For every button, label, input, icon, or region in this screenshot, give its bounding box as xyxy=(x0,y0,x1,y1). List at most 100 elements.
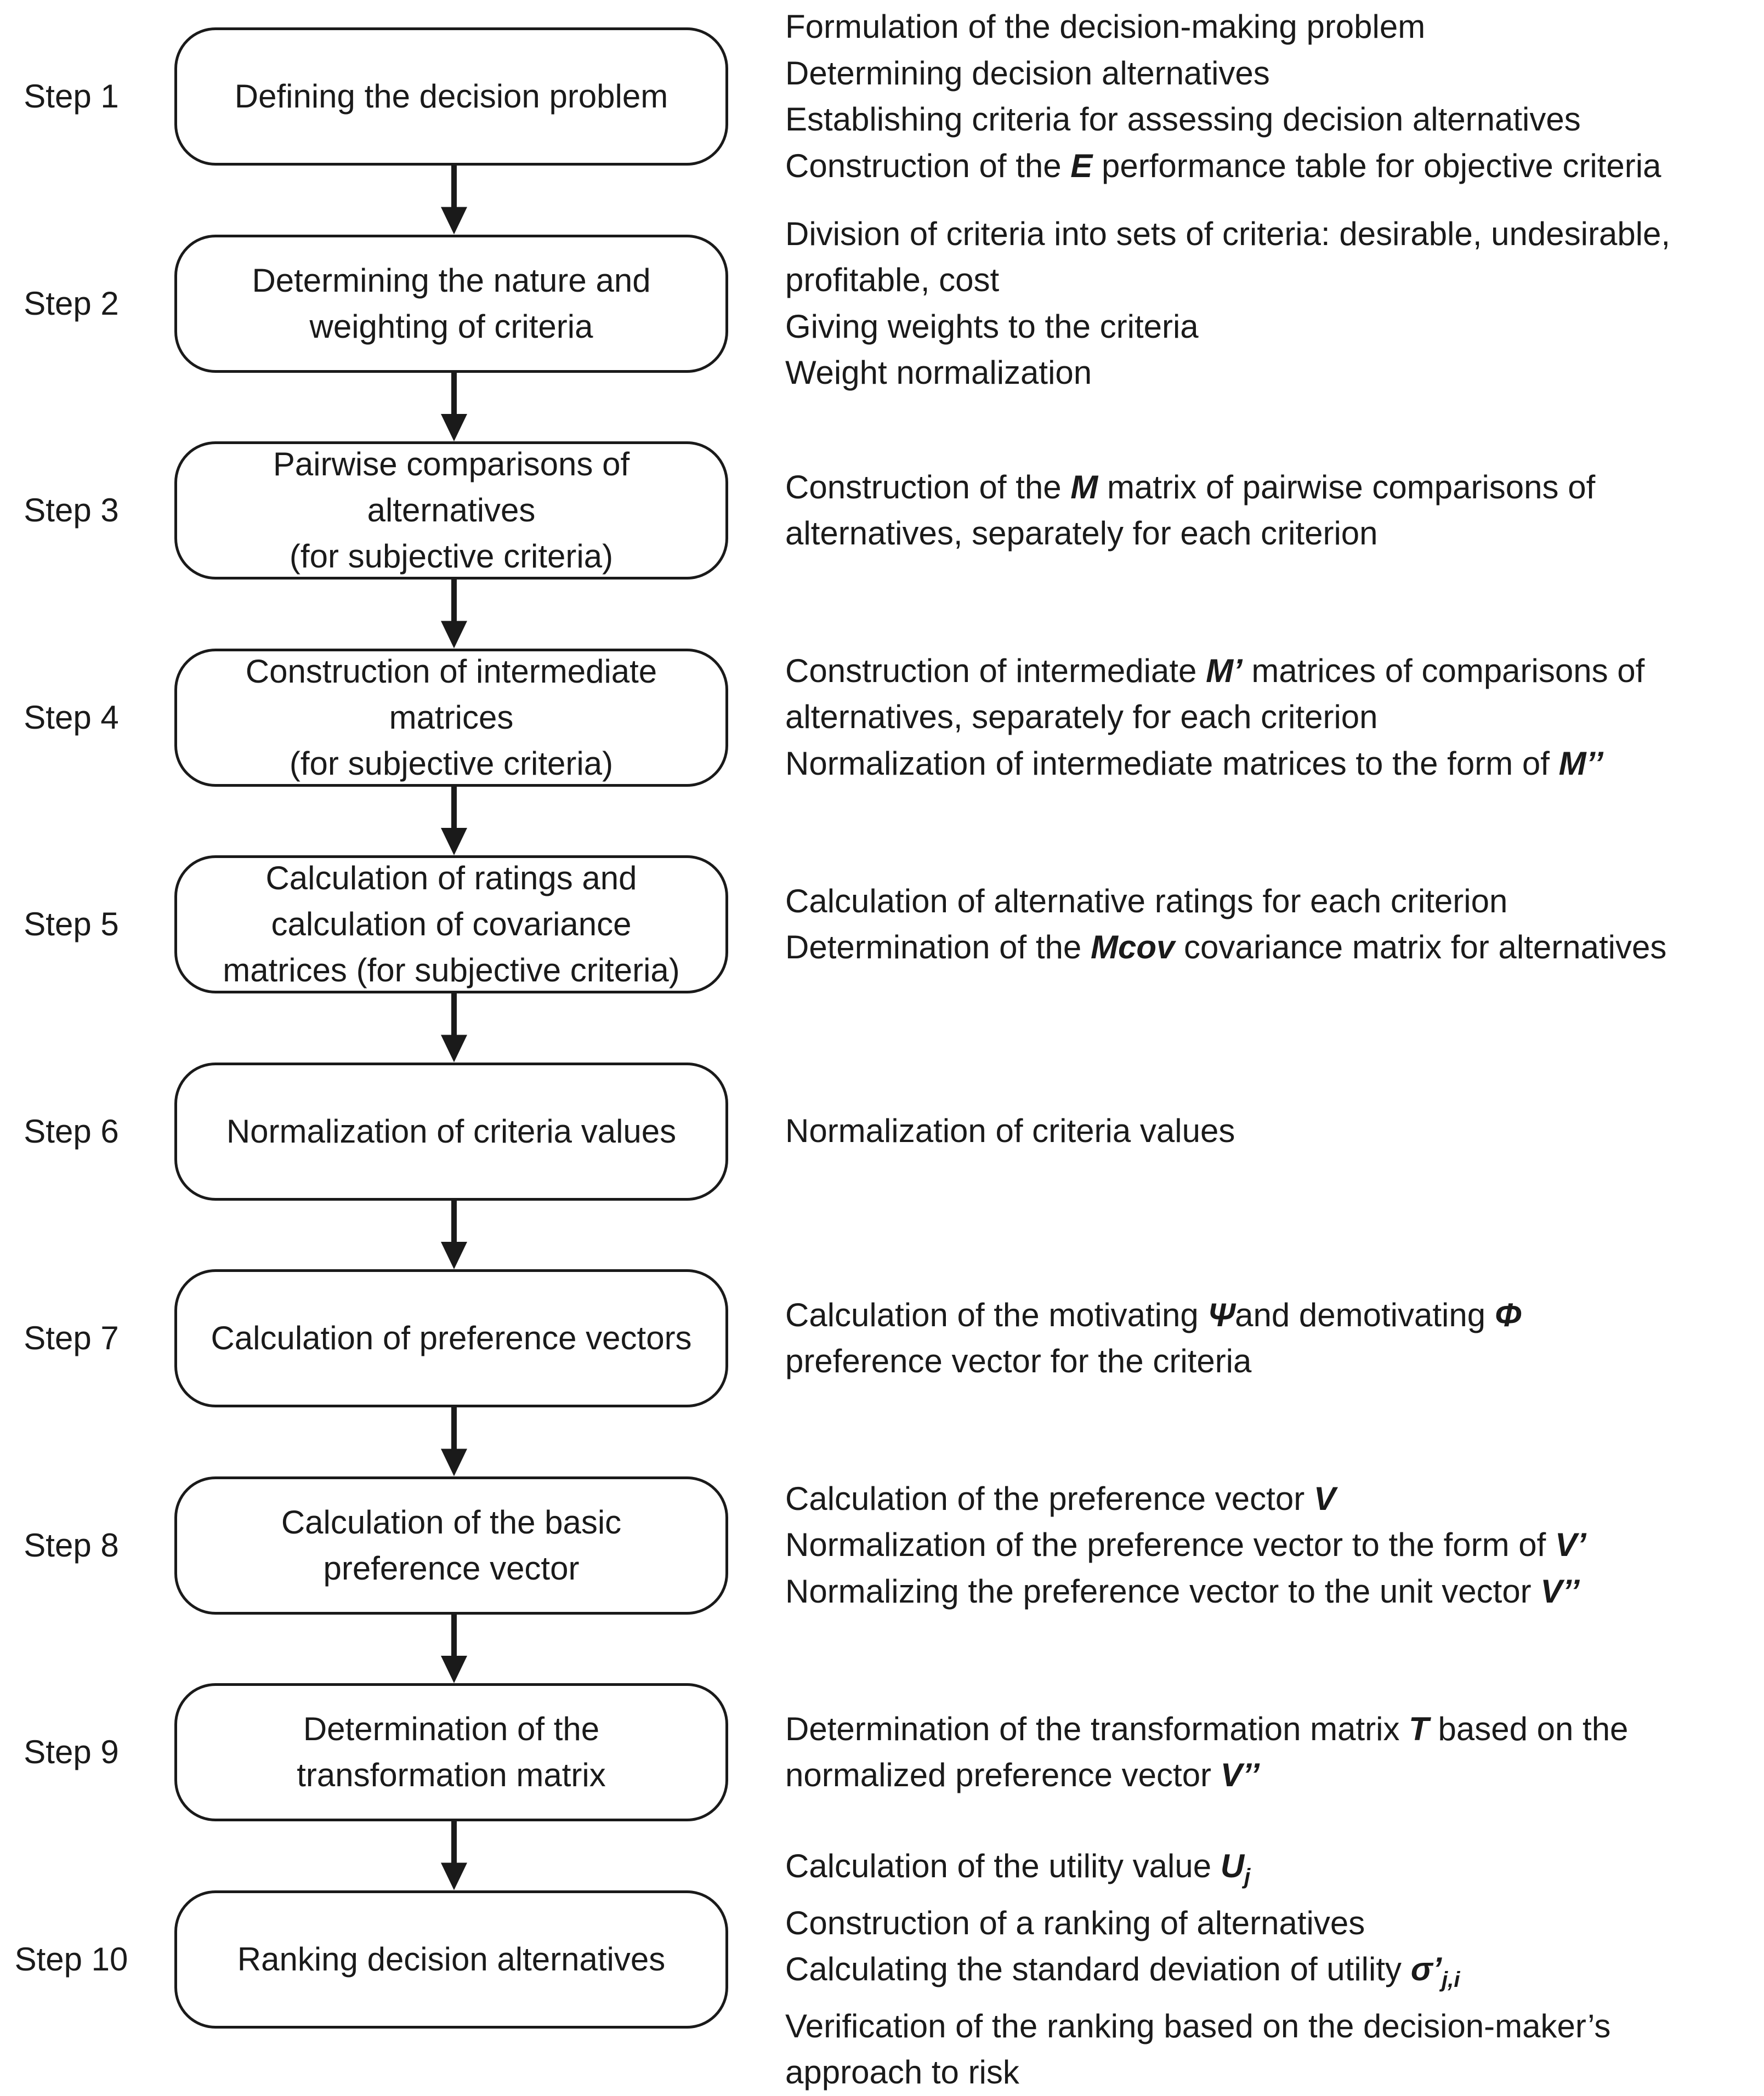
description-line: Determination of the transformation matr… xyxy=(785,1706,1628,1753)
step-label: Step 5 xyxy=(24,906,119,942)
description-text: Calculating the standard deviation of ut… xyxy=(785,1951,1411,1988)
arrowhead xyxy=(441,1449,467,1476)
step-box: Determining the nature and weighting of c… xyxy=(174,234,728,373)
arrowhead xyxy=(441,1035,467,1063)
description-text: Giving weights to the criteria xyxy=(785,308,1199,345)
description-line: Giving weights to the criteria xyxy=(785,304,1670,350)
step-box: Normalization of criteria values xyxy=(174,1062,728,1201)
step-box: Defining the decision problem xyxy=(174,27,728,166)
description-line: Construction of intermediate M’ matrices… xyxy=(785,648,1644,695)
step-label: Step 2 xyxy=(24,285,119,322)
description-line: Determination of the Mcov covariance mat… xyxy=(785,924,1666,971)
step-box-line: weighting of criteria xyxy=(309,308,593,345)
math-symbol: M xyxy=(1070,468,1098,505)
step-box-line: calculation of covariance xyxy=(271,906,632,942)
arrowhead xyxy=(441,1862,467,1890)
description-line: Calculation of the preference vector V xyxy=(785,1476,1586,1523)
description-line: Calculation of alternative ratings for e… xyxy=(785,878,1666,925)
step-description: Division of criteria into sets of criter… xyxy=(785,211,1670,396)
step-box-line: (for subjective criteria) xyxy=(289,538,614,575)
step-box-line: transformation matrix xyxy=(297,1757,606,1793)
description-text: preference vector for the criteria xyxy=(785,1343,1252,1379)
description-line: Construction of the E performance table … xyxy=(785,143,1661,190)
description-text: Construction of a ranking of alternative… xyxy=(785,1904,1365,1941)
description-line: Determining decision alternatives xyxy=(785,50,1661,97)
description-text: Normalization of criteria values xyxy=(785,1112,1235,1150)
math-symbol: V’’ xyxy=(1220,1757,1260,1793)
description-text: Division of criteria into sets of criter… xyxy=(785,215,1671,252)
description-text: approach to risk xyxy=(785,2054,1019,2091)
math-symbol: T xyxy=(1409,1710,1429,1747)
description-text: alternatives, separately for each criter… xyxy=(785,698,1378,736)
description-line: Establishing criteria for assessing deci… xyxy=(785,96,1661,143)
description-text: covariance matrix for alternatives xyxy=(1175,929,1667,965)
math-symbol: U xyxy=(1220,1848,1245,1885)
step-box-text: Normalization of criteria values xyxy=(226,1109,676,1155)
description-text: profitable, cost xyxy=(785,262,1000,298)
description-text: matrices of comparisons of xyxy=(1242,652,1645,689)
description-line: Construction of a ranking of alternative… xyxy=(785,1900,1610,1947)
description-text: Construction of the xyxy=(785,468,1071,505)
step-label: Step 7 xyxy=(24,1320,119,1356)
description-text: Construction of intermediate xyxy=(785,652,1206,689)
math-symbol: M’’ xyxy=(1558,745,1603,782)
math-symbol: Φ xyxy=(1494,1296,1522,1333)
step-description: Calculation of the motivating Ψand demot… xyxy=(785,1292,1522,1385)
step-description: Construction of the M matrix of pairwise… xyxy=(785,464,1595,557)
math-symbol: Ψ xyxy=(1207,1296,1235,1333)
description-text: Weight normalization xyxy=(785,354,1092,391)
description-text: Normalization of the preference vector t… xyxy=(785,1526,1555,1564)
description-line: Calculating the standard deviation of ut… xyxy=(785,1946,1610,2003)
step-box-line: Ranking decision alternatives xyxy=(237,1940,666,1978)
step-box-line: (for subjective criteria) xyxy=(289,745,614,782)
step-label: Step 6 xyxy=(24,1112,119,1150)
description-line: alternatives, separately for each criter… xyxy=(785,694,1644,741)
step-box-line: Normalization of criteria values xyxy=(226,1112,677,1150)
description-text: normalized preference vector xyxy=(785,1757,1221,1793)
step-box-line: preference vector xyxy=(323,1549,580,1587)
description-line: Verification of the ranking based on the… xyxy=(785,2003,1610,2050)
description-line: Weight normalization xyxy=(785,350,1670,396)
description-line: normalized preference vector V’’ xyxy=(785,1752,1628,1799)
description-text: Construction of the xyxy=(785,147,1071,184)
step-box-text: Ranking decision alternatives xyxy=(237,1936,665,1983)
step-box-line: Construction of intermediate xyxy=(245,652,657,690)
step-box-line: matrices (for subjective criteria) xyxy=(223,952,680,989)
math-symbol: Mcov xyxy=(1090,929,1175,965)
description-line: alternatives, separately for each criter… xyxy=(785,510,1595,557)
step-label: Step 9 xyxy=(24,1734,119,1770)
description-text: and demotivating xyxy=(1235,1296,1495,1333)
step-label: Step 1 xyxy=(24,78,119,115)
arrowhead xyxy=(441,207,467,235)
arrowhead xyxy=(441,414,467,441)
description-line: Calculation of the motivating Ψand demot… xyxy=(785,1292,1522,1339)
step-box-text: Calculation of preference vectors xyxy=(211,1315,691,1361)
math-symbol: V’ xyxy=(1555,1526,1586,1564)
step-label: Step 4 xyxy=(24,698,119,736)
description-text: Verification of the ranking based on the… xyxy=(785,2007,1611,2044)
description-text: Normalization of intermediate matrices t… xyxy=(785,745,1559,782)
description-line: Normalizing the preference vector to the… xyxy=(785,1569,1586,1615)
step-label: Step 8 xyxy=(24,1526,119,1564)
description-text: Calculation of alternative ratings for e… xyxy=(785,882,1508,919)
step-box-line: Determination of the xyxy=(303,1711,600,1747)
math-symbol: V’’ xyxy=(1540,1572,1580,1610)
description-text: based on the xyxy=(1428,1710,1629,1747)
math-symbol: E xyxy=(1070,147,1093,184)
description-text: Calculation of the utility value xyxy=(785,1848,1221,1885)
description-text: Calculation of the preference vector xyxy=(785,1480,1314,1517)
step-box-text: Defining the decision problem xyxy=(235,73,668,120)
arrowhead xyxy=(441,1656,467,1683)
step-box-line: Determining the nature and xyxy=(252,262,651,299)
step-box: Determination of the transformation matri… xyxy=(174,1683,728,1821)
description-line: Normalization of the preference vector t… xyxy=(785,1522,1586,1569)
step-description: Construction of intermediate M’ matrices… xyxy=(785,648,1644,787)
arrowhead xyxy=(441,828,467,855)
description-line: Normalization of intermediate matrices t… xyxy=(785,741,1644,787)
